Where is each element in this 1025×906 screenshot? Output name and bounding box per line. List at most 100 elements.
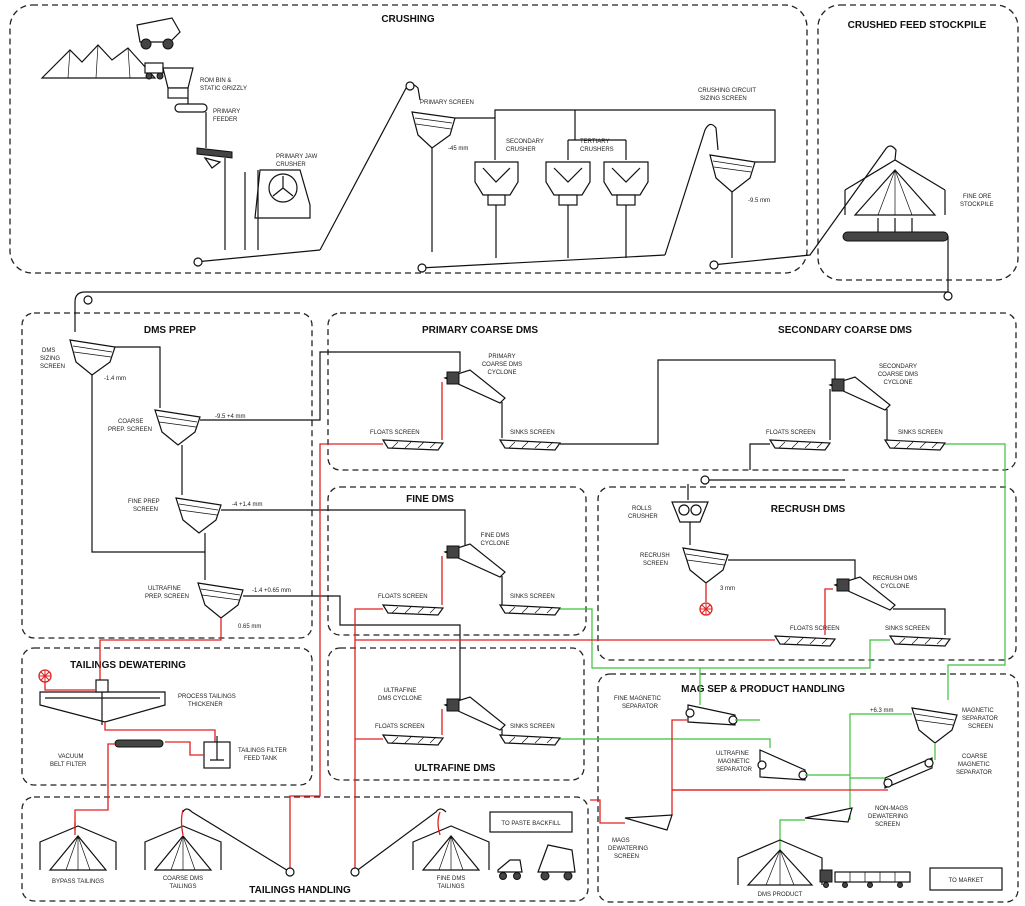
jaw-crusher-label-2: CRUSHER <box>276 162 306 168</box>
sc-floats-label: FLOATS SCREEN <box>766 430 816 436</box>
fine-dms-section <box>327 486 587 636</box>
secondary-coarse-dms-title: SECONDARY COARSE DMS <box>778 325 912 336</box>
fine-floats-label: FLOATS SCREEN <box>378 594 428 600</box>
thickener-label-2: THICKENER <box>188 702 223 708</box>
dms-sizing-label-1: DMS <box>42 348 55 354</box>
ultrafine-dms-title: ULTRAFINE DMS <box>415 763 496 774</box>
minus-9-5-label: -9.5 mm <box>748 198 770 204</box>
pump-icon <box>699 602 713 616</box>
pc-sinks-label: SINKS SCREEN <box>510 430 555 436</box>
fine-floats-to-tails <box>354 608 383 870</box>
recrush-cyclone-label-2: CYCLONE <box>880 584 909 590</box>
fine-tails-conveyor-pulley <box>350 867 360 877</box>
filter-feed-line <box>165 741 204 756</box>
uf-mag-label-1: ULTRAFINE <box>716 751 749 757</box>
haul-truck-icon <box>136 17 181 50</box>
size-9-5-4-label: -9.5 +4 mm <box>215 414 246 420</box>
recrush-sinks-label: SINKS SCREEN <box>885 626 930 632</box>
conveyor-5 <box>711 145 897 266</box>
uf-sinks-to-magsep <box>560 738 771 748</box>
thickener-label-1: PROCESS TAILINGS <box>178 694 236 700</box>
dms-product-label: DMS PRODUCT <box>758 892 803 898</box>
fine-sinks-to-magsep <box>560 608 701 690</box>
jaw-crusher-label-1: PRIMARY JAW <box>276 154 318 160</box>
uf-floats-label: FLOATS SCREEN <box>375 724 425 730</box>
tertiary-crushers-label-2: CRUSHERS <box>580 147 614 153</box>
fine-prep-label-2: SCREEN <box>133 507 158 513</box>
conveyor-1-pulley <box>193 257 203 267</box>
rolls-crusher-label-1: ROLLS <box>632 506 652 512</box>
fine-sinks-screen-icon <box>498 604 562 616</box>
fine-floats-screen-deck <box>391 606 437 614</box>
fine-cyclone-label-2: CYCLONE <box>480 541 509 547</box>
filter-feed-tank-icon <box>203 736 231 769</box>
grizzly-chute <box>203 156 222 169</box>
fine-tailings-shed-icon <box>412 825 490 871</box>
crushing-section <box>9 4 808 274</box>
tertiary-crusher-2-icon <box>603 161 649 206</box>
pc-floats-label: FLOATS SCREEN <box>370 430 420 436</box>
coarse-magnetic-separator-icon <box>883 757 934 789</box>
fine-sinks-screen-deck <box>508 606 554 614</box>
size-4-1-4-label: -4 +1.4 mm <box>232 502 263 508</box>
rolls-crusher-icon <box>671 501 709 523</box>
vacuum-filter-label-1: VACUUM <box>58 754 84 760</box>
recrush-floats-label: FLOATS SCREEN <box>790 626 840 632</box>
recrush-screen-label-2: SCREEN <box>643 561 668 567</box>
dms-sizing-label-2: SIZING <box>40 356 60 362</box>
rom-bin-icon <box>162 67 194 89</box>
coarse-tails-label-1: COARSE DMS <box>163 876 203 882</box>
fine-tails-feed <box>437 811 441 836</box>
fine-prep-label-1: FINE PREP <box>128 499 160 505</box>
to-paste-backfill-box <box>489 811 573 833</box>
fine-tails-conveyor <box>354 808 447 873</box>
primary-screen-deck <box>414 117 453 130</box>
rom-stockpile-hatch <box>67 44 131 79</box>
tailings-dewatering-section <box>21 647 313 786</box>
dms-prep-title: DMS PREP <box>144 325 197 336</box>
coarse-prep-screen-icon <box>154 409 201 446</box>
thickener-underflow <box>104 722 216 742</box>
sizing-screen-label-2: SIZING SCREEN <box>700 96 747 102</box>
uf-cyclone-label-2: DMS CYCLONE <box>378 696 422 702</box>
uf-mag-label-3: SEPARATOR <box>716 767 753 773</box>
tailings-dewatering-title: TAILINGS DEWATERING <box>70 660 186 671</box>
recrush-floats-screen-deck <box>783 637 829 645</box>
sc-sinks-screen-icon <box>883 439 947 451</box>
mag-sep-title: MAG SEP & PRODUCT HANDLING <box>681 684 845 695</box>
secondary-crusher-icon <box>474 161 519 206</box>
recrush-sinks-to-magsep <box>700 639 890 669</box>
conveyor-4 <box>664 123 719 256</box>
filter-tank-label-2: FEED TANK <box>244 756 277 762</box>
conveyor-3-pulley <box>417 263 427 273</box>
mags-label-2: DEWATERING <box>608 846 648 852</box>
vacuum-belt-filter-icon <box>114 739 164 748</box>
mags-dewatering-screen-icon <box>624 814 673 831</box>
fine-sinks-label: SINKS SCREEN <box>510 594 555 600</box>
primary-screen-label: PRIMARY SCREEN <box>420 100 474 106</box>
ultrafine-prep-screen-icon <box>197 582 244 619</box>
sc-cyclone-label-1: SECONDARY <box>879 364 917 370</box>
recrush-dms-cyclone-icon <box>833 576 896 611</box>
nonmags-label-2: DEWATERING <box>868 814 908 820</box>
sc-sinks-screen-deck <box>893 441 939 449</box>
uf-sinks-screen-icon <box>498 734 562 746</box>
uf-cyclone-label-1: ULTRAFINE <box>384 688 417 694</box>
pc-floats-screen-icon <box>381 439 445 451</box>
pc-floats-screen-deck <box>391 441 437 449</box>
pc-cyclone-label-1: PRIMARY <box>488 354 515 360</box>
mag-screen-label-3: SCREEN <box>968 724 993 730</box>
fine-cyclone-label-1: FINE DMS <box>481 533 510 539</box>
fine-prep-screen-deck <box>178 503 219 516</box>
minus-1-4-label: -1.4 mm <box>104 376 126 382</box>
recrush-sinks-screen-deck <box>898 637 944 645</box>
minus-45-label: -45 mm <box>448 146 468 152</box>
sizing-screen-deck <box>712 160 753 173</box>
recrush-screen-label-1: RECRUSH <box>640 553 670 559</box>
fine-ore-label-1: FINE ORE <box>963 194 991 200</box>
crushing-flow-1 <box>187 98 259 250</box>
primary-coarse-cyclone-icon <box>443 369 506 404</box>
mag-sep-section <box>597 673 1019 903</box>
bypass-tailings-shed-icon <box>39 825 117 871</box>
nonmags-label-3: SCREEN <box>875 822 900 828</box>
